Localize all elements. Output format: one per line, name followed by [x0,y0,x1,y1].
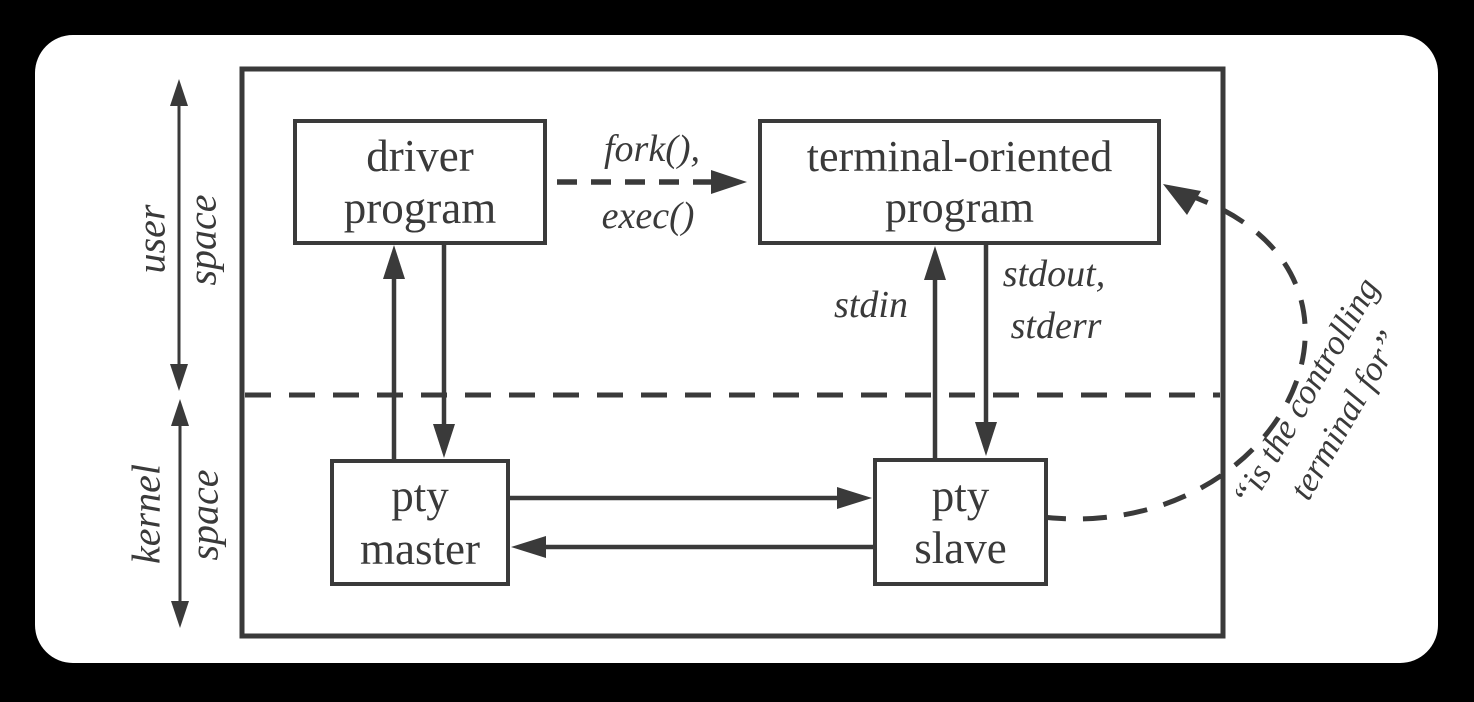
kernel-space-label-word1: kernel [123,464,169,564]
user-space-label-word2: space [179,194,225,286]
exec-label: exec() [601,195,695,237]
diagram-card [35,35,1438,663]
terminal-oriented-program-box: terminal-oriented program [758,119,1161,245]
pty-master-label-line2: master [360,523,480,574]
pty-slave-label-line2: slave [914,523,1007,573]
terminal-program-label-line2: program [884,183,1035,232]
driver-program-label-line2: program [343,183,497,233]
fork-label: fork(), [603,128,701,170]
pty-master-box: pty master [330,459,510,586]
terminal-program-label-line1: terminal-oriented [806,131,1113,181]
stderr-label: stderr [1010,305,1102,347]
stdin-label: stdin [834,284,908,326]
stdout-label: stdout, [1002,253,1106,295]
pty-slave-label-line1: pty [931,470,990,521]
driver-program-label-line1: driver [366,130,474,181]
kernel-space-label-word2: space [181,469,227,561]
pty-slave-box: pty slave [873,458,1048,586]
driver-program-box: driver program [293,119,547,245]
pty-master-label-line1: pty [391,471,449,522]
user-space-label-word1: user [128,204,174,274]
